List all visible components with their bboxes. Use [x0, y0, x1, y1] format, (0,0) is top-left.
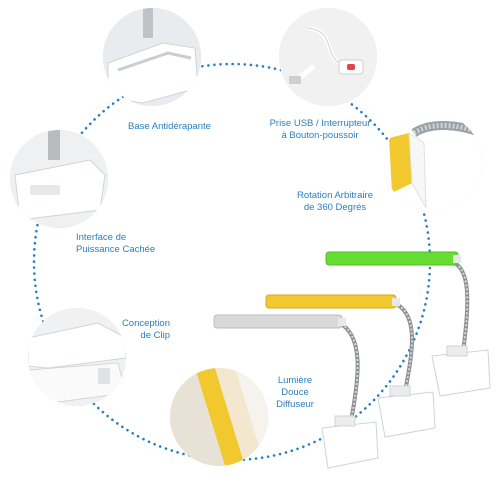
label-clip-line-2: de Clip	[140, 330, 170, 341]
label-interface-line-2: Puissance Cachée	[76, 244, 156, 255]
feature-image-rotation	[384, 113, 482, 211]
hidden-power-interface-closeup-icon	[10, 130, 108, 228]
feature-image-clip	[28, 308, 126, 406]
label-rotation: Rotation Arbitraire de 360 Degrés	[275, 190, 395, 214]
label-usb-line-2: à Bouton-poussoir	[281, 130, 359, 141]
feature-image-diffuser	[170, 368, 268, 466]
label-usb: Prise USB / Interrupteur à Bouton-pousso…	[245, 118, 395, 142]
label-rotation-line-2: de 360 Degrés	[303, 202, 367, 213]
silver-lamp	[213, 314, 379, 469]
label-diffuser-line-3: Diffuseur	[276, 399, 314, 410]
gooseneck-rotation-closeup-icon	[384, 113, 482, 211]
yellow-lamp	[265, 294, 436, 438]
label-interface: Interface de Puissance Cachée	[76, 232, 155, 256]
label-rotation-line-1: Rotation Arbitraire	[296, 190, 374, 201]
label-base: Base Antidérapante	[128, 121, 211, 133]
clip-design-closeup-icon	[28, 308, 126, 406]
feature-image-interface	[10, 130, 108, 228]
label-usb-line-1: Prise USB / Interrupteur	[269, 118, 371, 129]
label-clip-line-1: Conception	[121, 318, 170, 329]
label-diffuser-line-2: Douce	[281, 387, 309, 398]
light-diffuser-closeup-icon	[170, 368, 268, 466]
feature-image-base	[103, 8, 201, 106]
label-interface-line-1: Interface de	[76, 232, 127, 243]
label-clip: Conception de Clip	[100, 318, 170, 342]
label-diffuser: Lumière Douce Diffuseur	[265, 375, 325, 411]
usb-cable-switch-closeup-icon	[279, 8, 377, 106]
label-base-line-1: Base Antidérapante	[128, 121, 211, 132]
feature-image-usb	[279, 8, 377, 106]
label-diffuser-line-1: Lumière	[277, 375, 313, 386]
clip-base-closeup-icon	[103, 8, 201, 106]
green-lamp	[325, 251, 491, 397]
